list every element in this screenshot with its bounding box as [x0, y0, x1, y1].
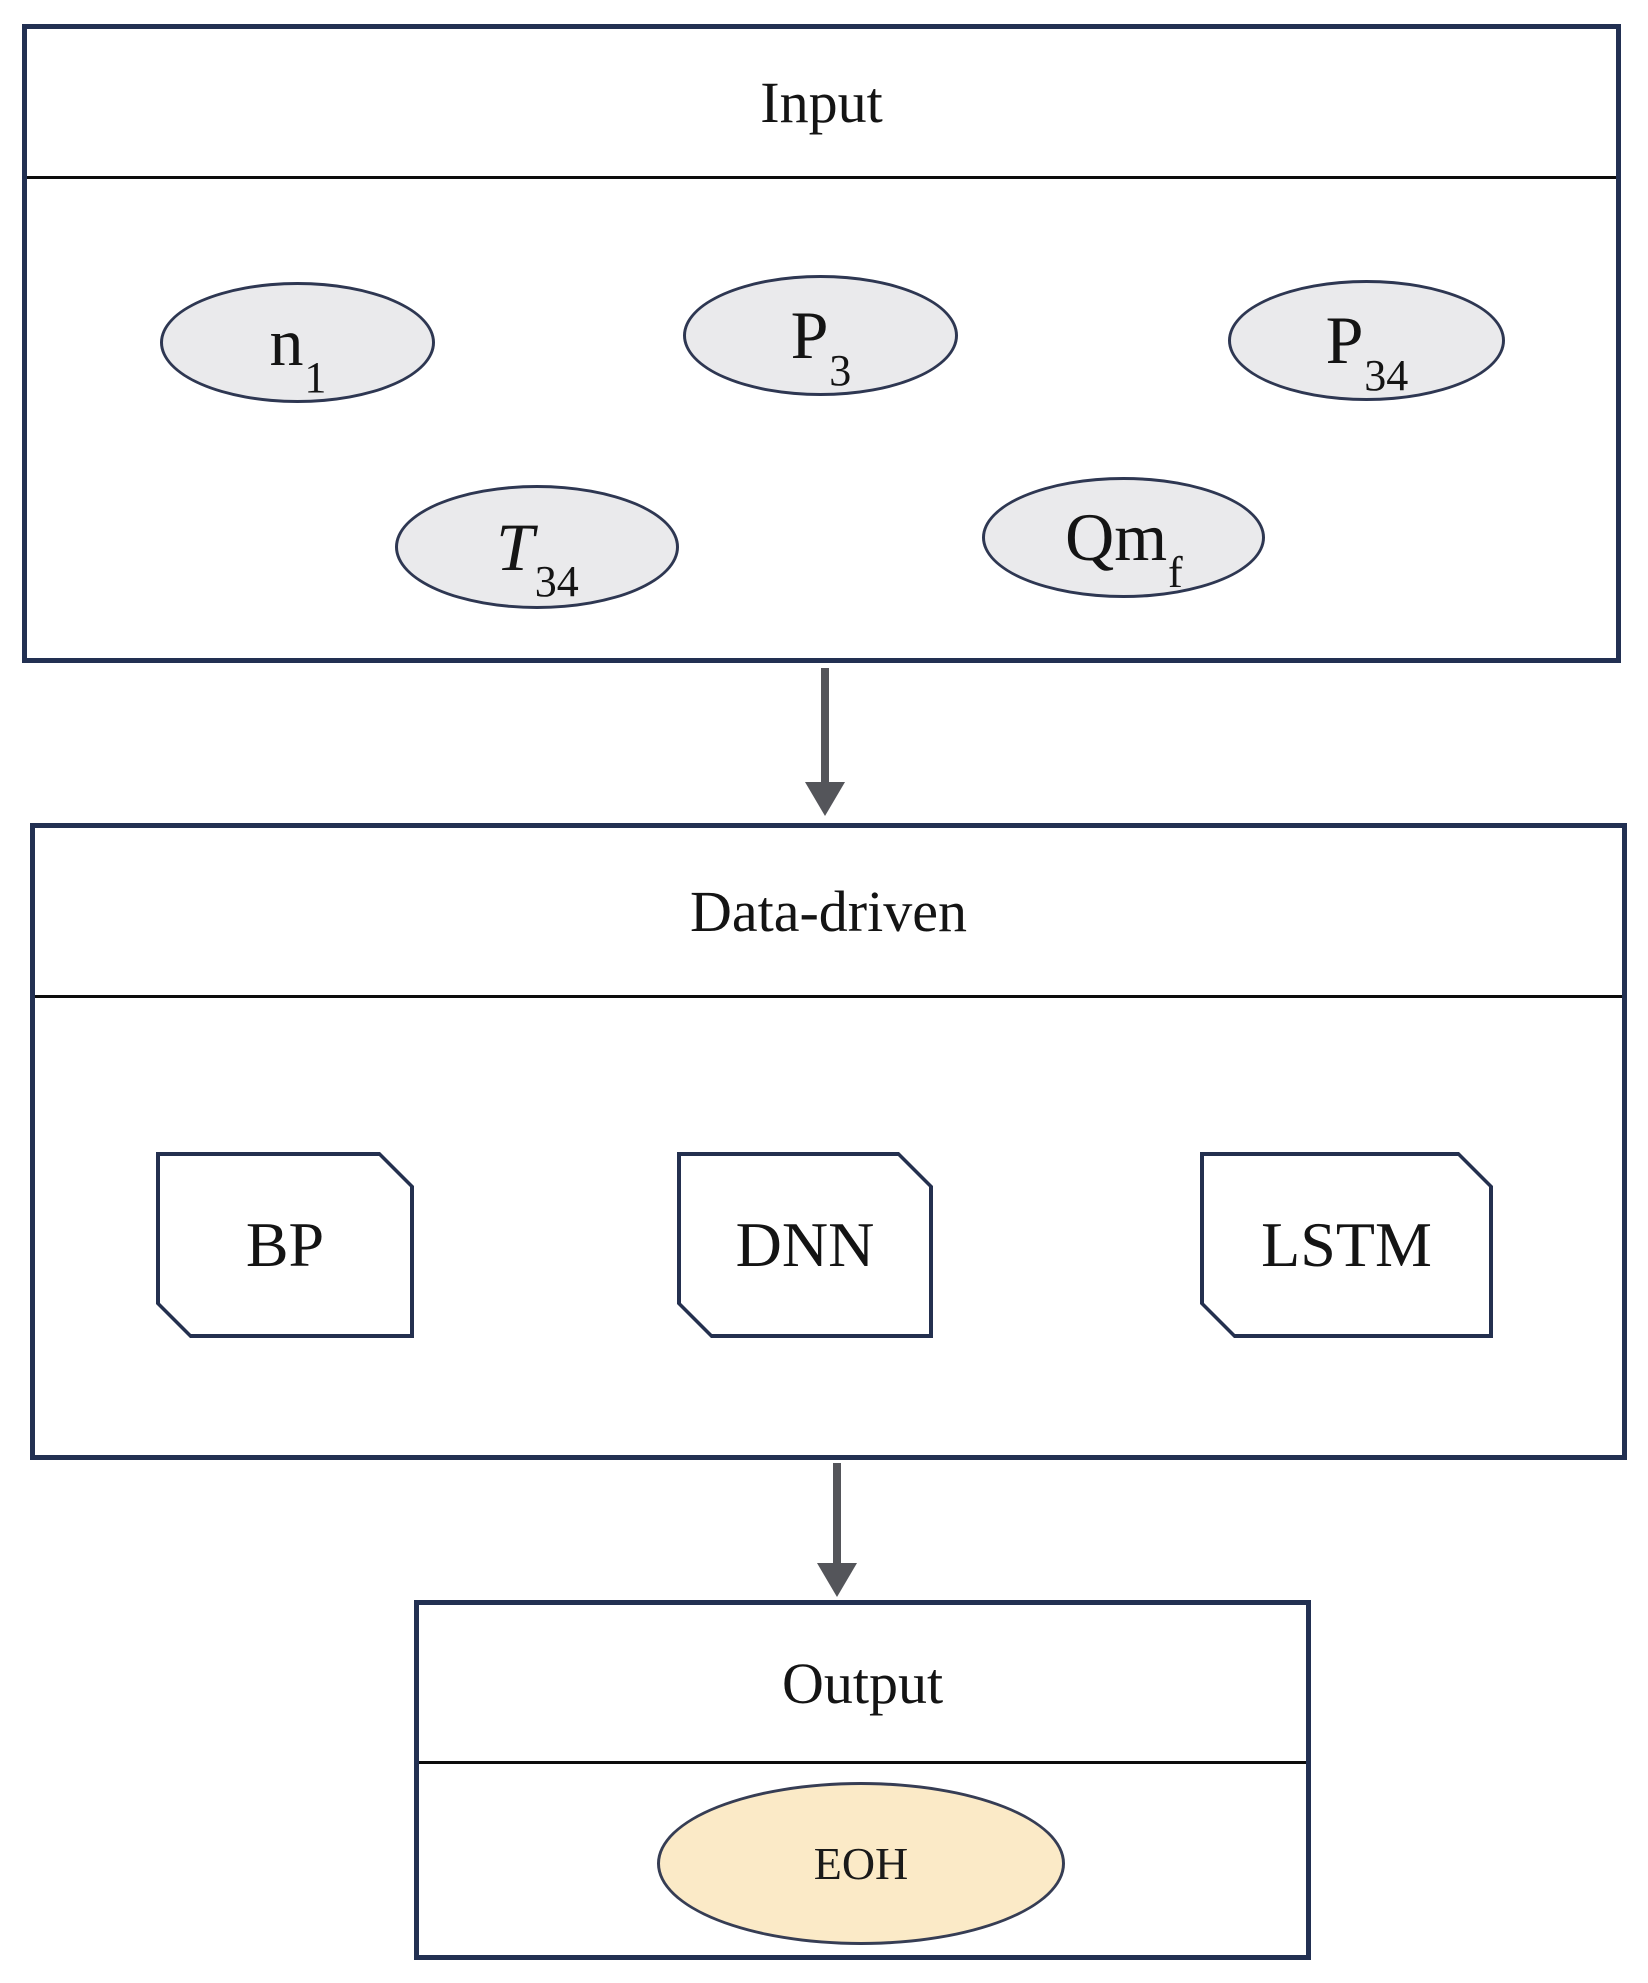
arrow-shaft — [833, 1463, 841, 1565]
data-driven-section-title: Data-driven — [35, 828, 1622, 998]
arrow-shaft — [821, 668, 829, 784]
arrow-head-icon — [805, 782, 845, 816]
input-section-title: Input — [27, 29, 1616, 179]
input-node-p3: P3 — [683, 275, 958, 396]
arrow-head-icon — [817, 1563, 857, 1597]
model-box-bp-label: BP — [160, 1156, 410, 1334]
input-node-n1-label: n1 — [269, 304, 327, 402]
input-node-n1: n1 — [160, 282, 435, 403]
model-box-dnn-label: DNN — [681, 1156, 929, 1334]
input-node-p34: P34 — [1228, 280, 1505, 401]
model-box-lstm-label: LSTM — [1204, 1156, 1489, 1334]
output-node-eoh: EOH — [657, 1782, 1065, 1945]
model-box-bp: BP — [156, 1152, 414, 1338]
output-node-eoh-label: EOH — [813, 1838, 909, 1889]
input-node-qmf: Qmf — [982, 477, 1265, 598]
model-box-lstm: LSTM — [1200, 1152, 1493, 1338]
model-box-dnn: DNN — [677, 1152, 933, 1338]
input-node-p34-label: P34 — [1325, 302, 1409, 400]
input-node-p3-label: P3 — [790, 297, 852, 395]
input-node-t34: T34 — [395, 485, 679, 609]
input-node-t34-label: T34 — [496, 508, 579, 607]
output-section-title: Output — [419, 1605, 1306, 1764]
data-driven-section: Data-driven — [30, 823, 1627, 1460]
input-node-qmf-label: Qmf — [1065, 499, 1183, 597]
